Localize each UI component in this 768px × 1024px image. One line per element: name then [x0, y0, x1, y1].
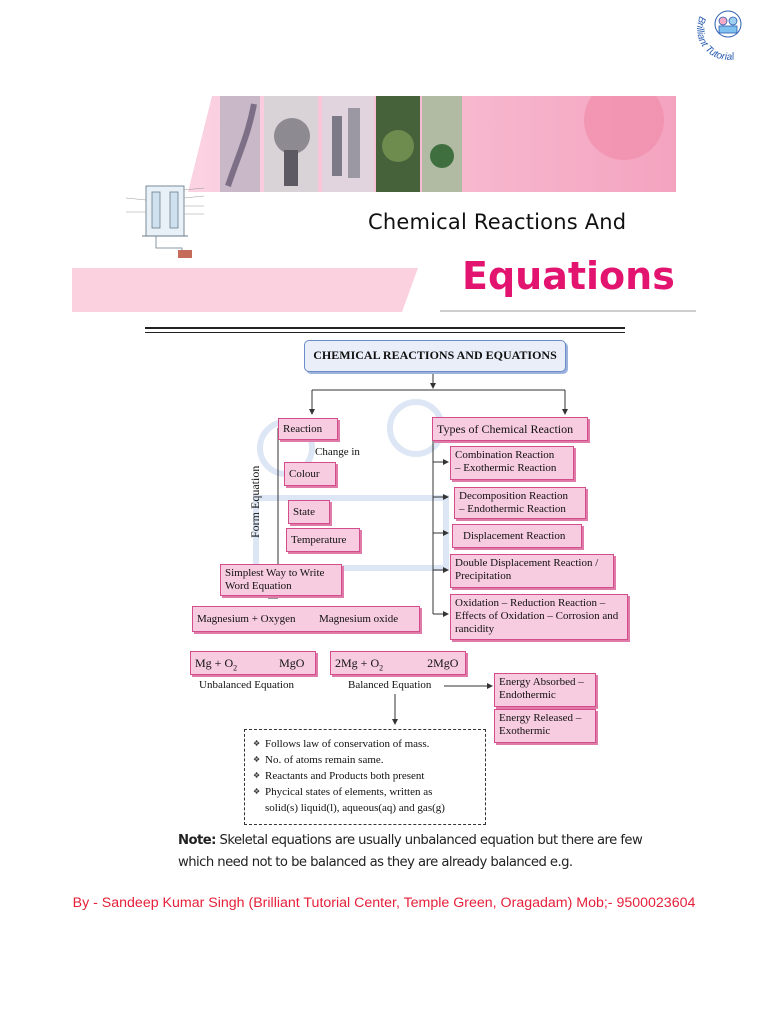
chapter-subtitle: Equations — [462, 254, 675, 298]
summary-item: No. of atoms remain same. — [253, 752, 477, 768]
energy-absorbed-line2: Endothermic — [499, 689, 556, 701]
author-footer: By - Sandeep Kumar Singh (Brilliant Tuto… — [72, 895, 696, 911]
double-displacement-box: Double Displacement Reaction / Precipita… — [450, 554, 614, 588]
divider-rule — [145, 332, 625, 333]
word-equation-left: Magnesium + Oxygen — [197, 613, 296, 625]
balanced-eq-left: 2Mg + O — [335, 656, 380, 670]
header-banner-strip — [72, 268, 418, 312]
balanced-equation-box: 2Mg + O2 2MgO — [330, 651, 466, 675]
summary-item: Reactants and Products both present — [253, 768, 477, 784]
word-equation-box: Magnesium + Oxygen Magnesium oxide — [192, 606, 420, 632]
simplest-way-line2: Word Equation — [225, 580, 292, 592]
change-state-box: State — [288, 500, 330, 524]
oxidation-reduction-box: Oxidation – Reduction Reaction – Effects… — [450, 594, 628, 640]
energy-released-line1: Energy Released – — [499, 712, 582, 724]
types-of-reaction-box: Types of Chemical Reaction — [432, 417, 588, 441]
word-equation-right: Magnesium oxide — [318, 613, 399, 625]
chapter-title: Chemical Reactions And — [368, 210, 627, 234]
form-equation-label: Form Equation — [248, 465, 262, 538]
header-underline — [440, 310, 696, 312]
decomposition-reaction-box: Decomposition Reaction – Endothermic Rea… — [454, 487, 586, 519]
double-displacement-line2: Precipitation — [455, 570, 512, 582]
change-in-label: Change in — [315, 446, 360, 458]
double-displacement-line1: Double Displacement Reaction / — [455, 557, 599, 569]
balanced-eq-right: 2MgO — [427, 656, 459, 670]
decomposition-line2: – Endothermic Reaction — [459, 503, 566, 515]
divider-rule — [145, 327, 625, 329]
balanced-eq-subscript: 2 — [379, 663, 384, 673]
combination-reaction-box: Combination Reaction – Exothermic Reacti… — [450, 446, 574, 480]
energy-absorbed-line1: Energy Absorbed – — [499, 676, 584, 688]
change-temperature-box: Temperature — [286, 528, 360, 552]
electrolysis-apparatus-image — [125, 185, 205, 258]
simplest-way-box: Simplest Way to Write Word Equation — [220, 564, 342, 596]
energy-absorbed-box: Energy Absorbed – Endothermic — [494, 673, 596, 707]
unbalanced-equation-label: Unbalanced Equation — [199, 679, 294, 691]
note-text: Skeletal equations are usually unbalance… — [178, 833, 643, 870]
concept-map-root: CHEMICAL REACTIONS AND EQUATIONS — [304, 340, 566, 372]
note-label: Note: — [178, 833, 216, 848]
unbalanced-eq-subscript: 2 — [233, 663, 238, 673]
oxidation-line3: rancidity — [455, 623, 495, 635]
unbalanced-eq-left: Mg + O — [195, 656, 234, 670]
energy-released-box: Energy Released – Exothermic — [494, 709, 596, 743]
simplest-way-line1: Simplest Way to Write — [225, 567, 325, 579]
oxidation-line2: Effects of Oxidation – Corrosion and — [455, 610, 619, 622]
unbalanced-eq-right: MgO — [279, 656, 305, 670]
combination-line1: Combination Reaction — [455, 449, 555, 461]
summary-item: solid(s) liquid(l), aqueous(aq) and gas(… — [265, 802, 445, 814]
header-banner — [188, 96, 676, 192]
summary-item: Follows law of conservation of mass. — [253, 736, 477, 752]
summary-item: Phycical states of elements, written as — [253, 784, 477, 800]
decomposition-line1: Decomposition Reaction — [459, 490, 569, 502]
oxidation-line1: Oxidation – Reduction Reaction – — [455, 597, 606, 609]
balanced-equation-label: Balanced Equation — [348, 679, 432, 691]
displacement-reaction-box: Displacement Reaction — [452, 524, 582, 548]
unbalanced-equation-box: Mg + O2 MgO — [190, 651, 316, 675]
brilliant-tutorial-logo: Brilliant Tutorial — [694, 10, 742, 63]
change-colour-box: Colour — [284, 462, 336, 486]
combination-line2: – Exothermic Reaction — [455, 462, 557, 474]
balanced-equation-summary: Follows law of conservation of mass. No.… — [244, 729, 486, 825]
reaction-box: Reaction — [278, 418, 338, 440]
note-paragraph: Note: Skeletal equations are usually unb… — [178, 830, 648, 874]
energy-released-line2: Exothermic — [499, 725, 551, 737]
